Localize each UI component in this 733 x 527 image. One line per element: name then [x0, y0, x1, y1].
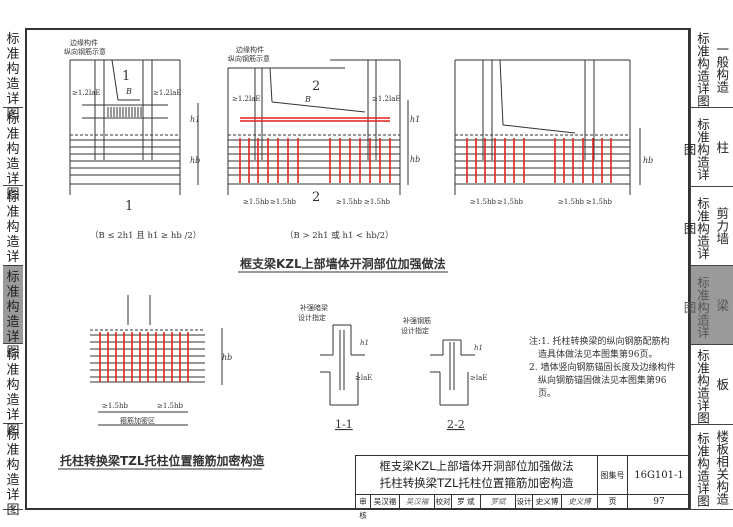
dim-label: ≥1.5hb [336, 198, 363, 206]
dim-label: ≥1.5hb [586, 198, 613, 206]
check-name: 罗 斌 [452, 495, 481, 509]
dim-label: ≥1.2laE [232, 95, 261, 103]
opening-edge [269, 67, 273, 103]
condition-caption: （B ≤ 2h1 且 h1 ≥ hb /2） [90, 230, 201, 241]
tab-label: 板 [714, 378, 730, 391]
tab-prefix: 标准构造详图 [681, 275, 711, 339]
leader-label: 纵向钢筋示意 [64, 47, 106, 56]
note-item: 注:1. 托柱转换梁的纵向钢筋配筋构造具体做法见本图集第96页。 [529, 337, 670, 360]
leader-label: 设计指定 [298, 313, 326, 322]
opening-edge [111, 59, 119, 101]
tab-column[interactable]: 标准构造详图柱 [681, 108, 733, 187]
section-mark: 1 [125, 199, 133, 214]
tab-label: 一般构造 [714, 42, 730, 93]
review-name: 吴汉福 [371, 495, 400, 509]
atlas-label: 图集号 [598, 456, 628, 495]
drawing-title: 托柱转换梁TZL托柱位置箍筋加密构造 [60, 453, 266, 468]
atlas-number: 16G101-1 [628, 456, 690, 495]
dim-label: ≥1.5hb [157, 402, 184, 410]
tab-label: 剪力墙 [714, 207, 730, 245]
tab-label: 楼板相关构造 [714, 429, 730, 505]
check-signature: 罗斌 [481, 495, 516, 509]
leader-label: 补强暗梁 [300, 303, 328, 312]
dim-label: ≥1.5hb [470, 198, 497, 206]
leader-label: 补强钢筋 [403, 316, 431, 325]
dim-label: h1 [190, 115, 200, 124]
review-signature: 吴汉福 [400, 495, 435, 509]
dim-label: ≥1.2laE [372, 95, 401, 103]
tab-slab-related[interactable]: 标准构造详图楼板相关构造 [691, 425, 733, 510]
left-tab[interactable]: 标准构造详图 [3, 108, 23, 202]
tab-prefix: 标准构造详图 [695, 349, 710, 424]
leader-label: 边缘构件 [236, 45, 264, 54]
dim-label: ≥laE [470, 374, 487, 382]
tab-label: 梁 [714, 298, 730, 312]
dim-label: ≥1.5hb [364, 198, 391, 206]
dim-label: h1 [410, 115, 420, 124]
left-tab[interactable]: 标准构造详图 [3, 266, 23, 360]
design-name: 史义博 [533, 495, 562, 509]
dim-label: h1 [360, 339, 369, 347]
tab-shear-wall[interactable]: 标准构造详图剪力墙 [681, 187, 733, 266]
dim-label: B [125, 87, 132, 96]
dim-label: hb [222, 353, 232, 362]
dim-label: ≥1.5hb [102, 402, 129, 410]
dim-label: h1 [474, 344, 483, 352]
tab-prefix: 标准构造详图 [695, 431, 710, 507]
drawing-title: 框支梁KZL上部墙体开洞部位加强做法 [240, 256, 446, 271]
opening-bottom [502, 124, 576, 134]
section-mark: 2 [312, 190, 320, 205]
tab-label: 柱 [714, 140, 730, 154]
dim-label: B [304, 95, 311, 104]
page-label: 页 [598, 495, 628, 509]
zone-label: 箍筋加密区 [120, 416, 155, 425]
dim-label: hb [410, 155, 420, 164]
tab-beam[interactable]: 标准构造详图梁 [681, 266, 733, 345]
title-line-1: 框支梁KZL上部墙体开洞部位加强做法 [379, 459, 574, 473]
design-signature: 史义博 [568, 497, 591, 506]
dim-label: ≥1.5hb [497, 198, 524, 206]
tab-slab[interactable]: 标准构造详图板 [691, 345, 733, 425]
left-tab[interactable]: 标准构造详图 [3, 28, 23, 122]
dim-label: ≥1.5hb [558, 198, 585, 206]
title-block: 框支梁KZL上部墙体开洞部位加强做法 托柱转换梁TZL托柱位置箍筋加密构造 图集… [355, 455, 690, 520]
dim-label: hb [643, 156, 653, 165]
dim-label: ≥laE [355, 374, 372, 382]
page-number: 97 [653, 497, 665, 507]
left-tab[interactable]: 标准构造详图 [3, 424, 23, 518]
left-tab-strip: 标准构造详图 标准构造详图 标准构造详图 标准构造详图 标准构造详图 标准构造详… [0, 28, 25, 518]
note-item: 2. 墙体竖向钢筋锚固长度及边缘构件纵向钢筋锚固做法见本图集第96页。 [529, 363, 676, 399]
dim-label: ≥1.5hb [270, 198, 297, 206]
notes: 注:1. 托柱转换梁的纵向钢筋配筋构造具体做法见本图集第96页。 2. 墙体竖向… [522, 336, 678, 401]
opening-edge [499, 59, 504, 126]
check-label: 校对 [435, 495, 452, 509]
review-label: 审核 [356, 495, 371, 520]
dim-label: ≥1.2laE [72, 89, 101, 97]
tab-prefix: 标准构造详图 [681, 117, 711, 181]
opening-bottom [271, 101, 366, 113]
dim-label: ≥1.2laE [153, 89, 182, 97]
section-label: 2-2 [447, 418, 465, 431]
tab-prefix: 标准构造详图 [681, 196, 711, 260]
chapter-tabs: 标准构造详图一般构造 标准构造详图柱 标准构造详图剪力墙 标准构造详图梁 标准构… [681, 28, 733, 510]
dim-label: ≥1.5hb [243, 198, 270, 206]
tab-general[interactable]: 标准构造详图一般构造 [691, 28, 733, 108]
title-line-2: 托柱转换梁TZL托柱位置箍筋加密构造 [379, 476, 574, 490]
leader-label: 设计指定 [401, 326, 429, 335]
leader-label: 边缘构件 [70, 38, 98, 47]
section-mark: 1 [122, 69, 130, 84]
section-mark: 2 [312, 79, 320, 94]
leader-label: 纵向钢筋示意 [228, 54, 270, 63]
condition-caption: （B > 2h1 或 h1 < hb/2） [285, 230, 394, 241]
dim-label: hb [190, 156, 200, 165]
left-tab[interactable]: 标准构造详图 [3, 344, 23, 438]
design-label: 设计 [516, 495, 533, 509]
section-label: 1-1 [335, 418, 353, 431]
tab-prefix: 标准构造详图 [695, 32, 710, 107]
